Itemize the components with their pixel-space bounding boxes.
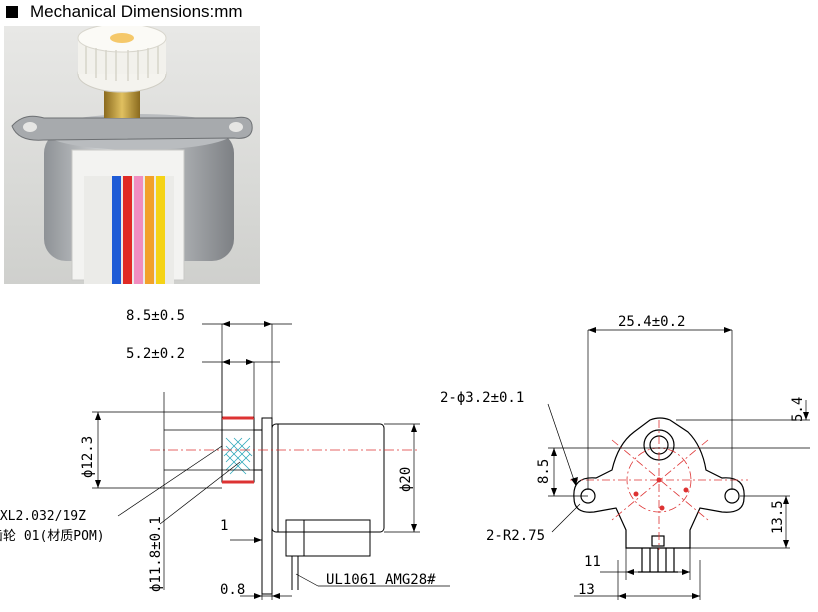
dim-thickness: 0.8 (220, 582, 245, 598)
dim-radius: 2-R2.75 (486, 528, 545, 544)
section-title: Mechanical Dimensions:mm (30, 2, 243, 21)
dim-holes: 2-ϕ3.2±0.1 (440, 390, 524, 406)
dim-overall-shaft: 8.5±0.5 (126, 308, 185, 324)
dim-top-offset: 5.4 (790, 397, 806, 422)
square-bullet-icon (6, 6, 18, 18)
cable-spec: UL1061 AMG28# (326, 572, 436, 588)
gear-spec-2: 齿轮 01(材质POM) (0, 529, 105, 544)
dim-hub-dia: ϕ11.8±0.1 (148, 516, 164, 592)
gear-spec-1: MXL2.032/19Z (0, 509, 86, 524)
dim-width-11: 11 (584, 554, 601, 570)
section-header: Mechanical Dimensions:mm (6, 2, 243, 22)
dim-height-right: 13.5 (770, 500, 786, 534)
dim-height-left: 8.5 (536, 459, 552, 484)
dim-gear-dia: ϕ12.3 (80, 436, 96, 478)
dim-body-dia: ϕ20 (398, 467, 414, 492)
product-photo (4, 26, 260, 284)
dim-width-13: 13 (578, 582, 595, 598)
dim-shaft-step: 5.2±0.2 (126, 346, 185, 362)
dim-mount-pitch: 25.4±0.2 (618, 314, 685, 330)
dim-flange: 1 (220, 518, 228, 534)
